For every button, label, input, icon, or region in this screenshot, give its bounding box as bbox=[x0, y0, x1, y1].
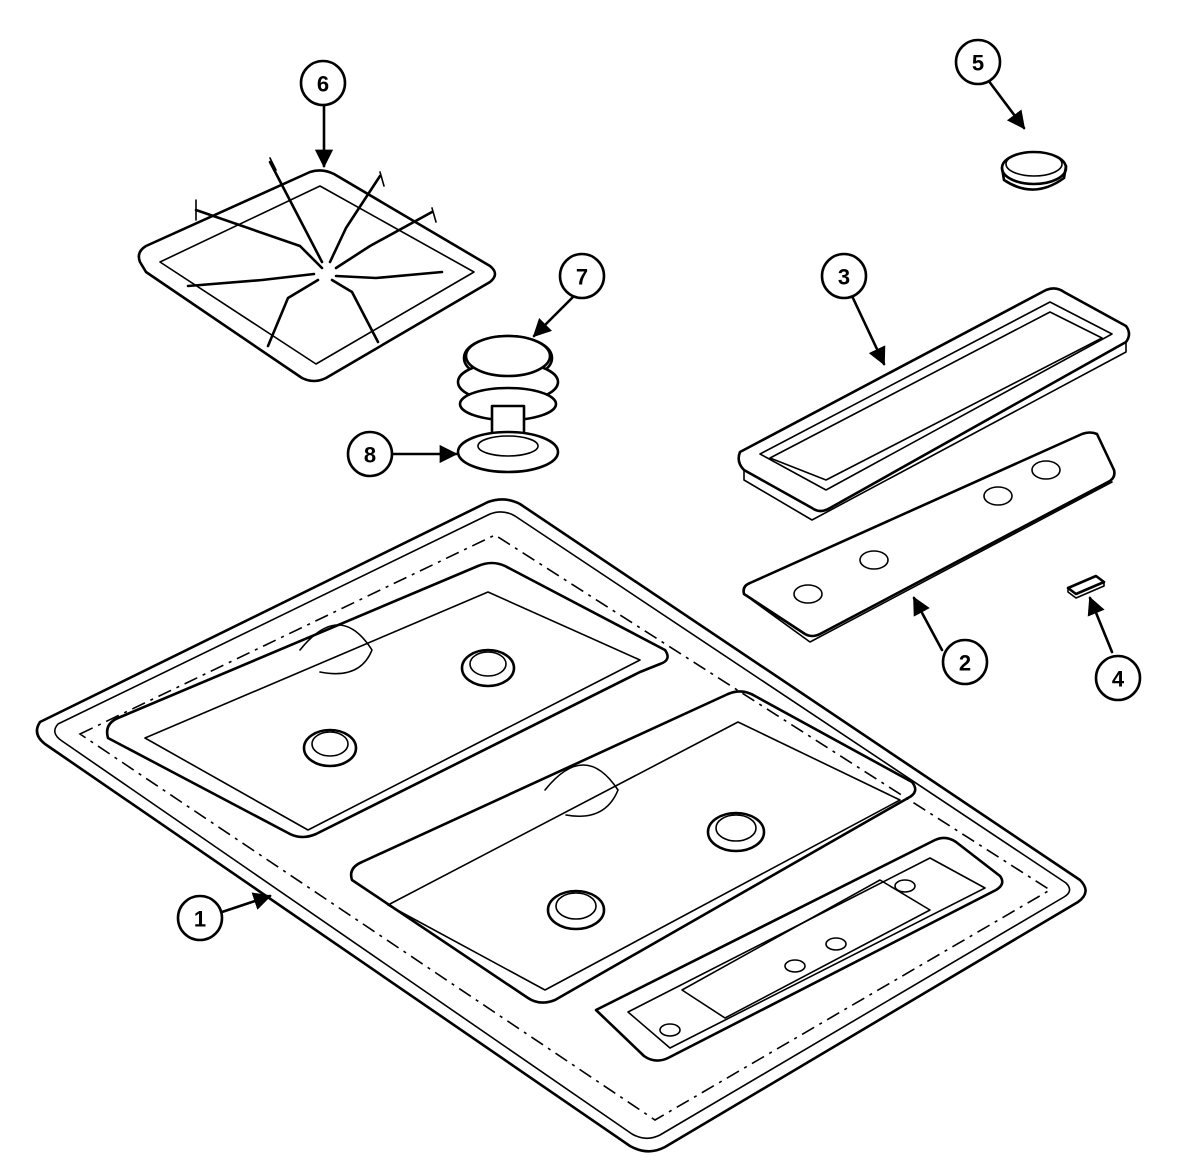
knob-cap bbox=[1000, 150, 1068, 191]
right-burner-well bbox=[349, 690, 917, 1004]
callout-7: 7 bbox=[558, 252, 606, 300]
control-panel-insert bbox=[742, 431, 1116, 643]
svg-text:5: 5 bbox=[972, 51, 984, 76]
small-clip bbox=[1066, 574, 1106, 599]
svg-text:7: 7 bbox=[576, 265, 588, 290]
svg-text:1: 1 bbox=[194, 907, 206, 932]
callout-5: 5 bbox=[954, 38, 1002, 86]
burner-ring-back-right bbox=[460, 648, 516, 688]
burner-base-ring bbox=[456, 430, 560, 474]
callout-1: 1 bbox=[176, 894, 224, 942]
burner-ring-front-left bbox=[546, 889, 606, 931]
burner-ring-back-left bbox=[302, 728, 358, 768]
callout-3: 3 bbox=[820, 252, 868, 300]
cooktop-main-top bbox=[35, 498, 1087, 1153]
left-burner-well bbox=[105, 561, 669, 839]
burner-ring-front-right bbox=[706, 811, 766, 853]
control-panel-recess bbox=[594, 836, 1004, 1062]
control-panel-frame bbox=[737, 287, 1131, 521]
callout-6: 6 bbox=[299, 59, 347, 107]
burner-cap bbox=[456, 334, 560, 443]
svg-text:2: 2 bbox=[959, 651, 971, 676]
callout-8: 8 bbox=[346, 430, 394, 478]
callout-2: 2 bbox=[941, 638, 989, 686]
svg-text:8: 8 bbox=[364, 443, 376, 468]
leader-lines bbox=[220, 78, 1114, 914]
svg-text:4: 4 bbox=[1112, 667, 1125, 692]
burner-grate bbox=[137, 157, 497, 383]
svg-text:3: 3 bbox=[838, 265, 850, 290]
svg-text:6: 6 bbox=[317, 72, 329, 97]
callout-4: 4 bbox=[1094, 654, 1142, 702]
